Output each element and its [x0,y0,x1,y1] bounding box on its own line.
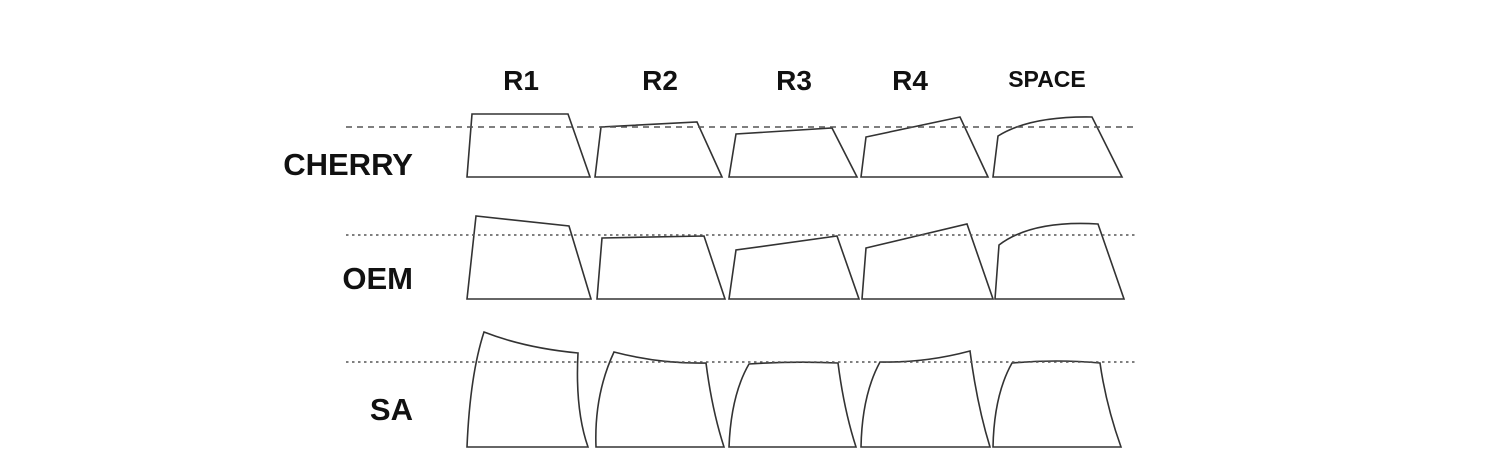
row-label-oem: OEM [342,261,413,296]
profile-row-sa [346,330,1136,448]
keycap-sa-r1 [466,330,590,448]
keycap-sa-r2 [595,351,726,448]
column-label-r4: R4 [892,65,928,96]
keycap-cherry-r1 [466,113,592,178]
keycap-oem-r2 [596,235,727,300]
keycap-sa-r3 [728,361,858,448]
keycap-oem-r4 [861,223,995,300]
keycap-cherry-r3 [728,127,859,178]
keycap-oem-r1 [466,215,593,300]
column-label-r2: R2 [642,65,678,96]
profile-row-oem [346,215,1136,300]
row-label-sa: SA [370,392,413,427]
keycap-oem-space [994,222,1126,300]
profile-row-cherry [346,113,1136,178]
column-label-r3: R3 [776,65,812,96]
keycap-oem-r3 [728,235,861,300]
keycap-cherry-r4 [860,116,990,178]
column-label-space: SPACE [1008,66,1086,92]
keycap-sa-space [992,360,1123,448]
keycap-sa-r4 [860,349,992,448]
keycap-cherry-r2 [594,121,724,178]
column-label-r1: R1 [503,65,539,96]
row-label-cherry: CHERRY [283,147,413,182]
keycap-cherry-space [992,116,1124,178]
